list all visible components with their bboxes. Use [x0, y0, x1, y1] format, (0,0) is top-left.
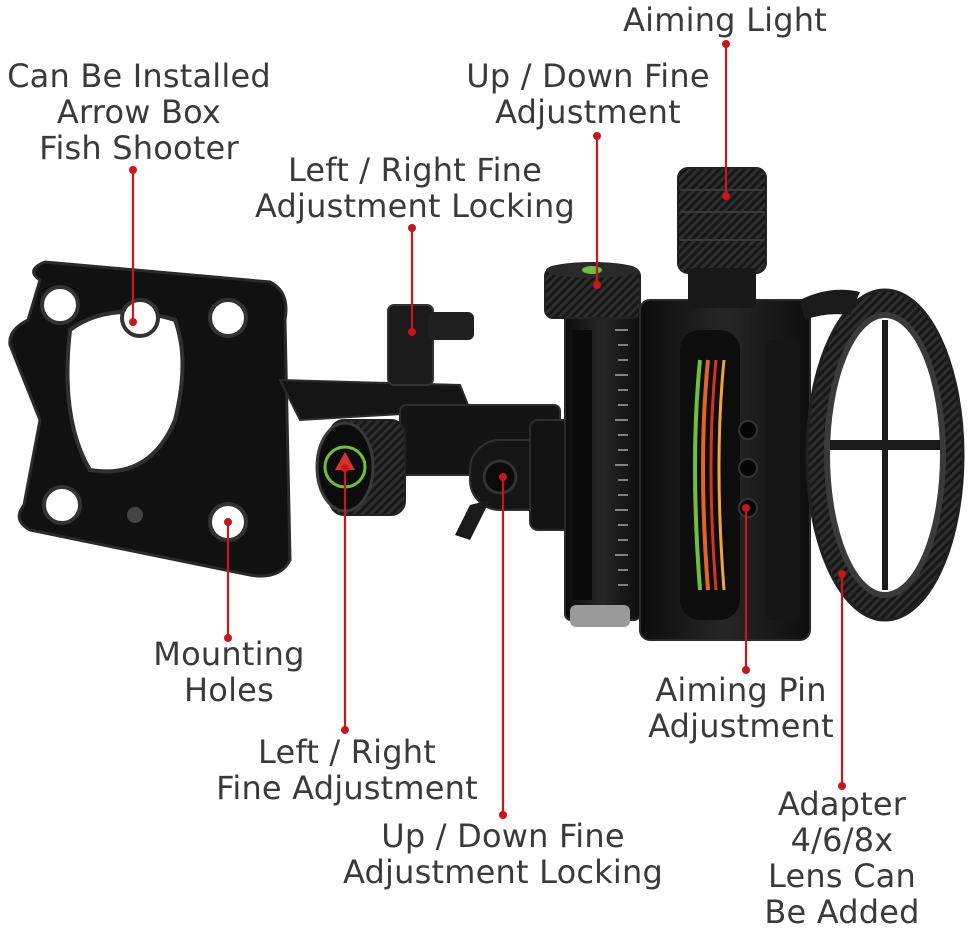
label-line: Lens Can: [768, 857, 916, 895]
label-aiming-pin: Aiming Pin Adjustment: [636, 672, 846, 744]
leader-installed-end-dot: [129, 318, 137, 326]
elevation-knob: [544, 262, 641, 319]
leader-aiming-light-end-dot: [722, 192, 730, 200]
mounting-bracket: [8, 260, 472, 578]
knurled-knob-icon: [315, 419, 406, 516]
label-line: Arrow Box: [56, 93, 222, 131]
label-line: Adjustment: [648, 707, 834, 745]
label-aiming-light: Aiming Light: [612, 2, 838, 38]
leader-lr-locking-end-dot: [408, 328, 416, 336]
leader-lr-locking-start-dot: [408, 224, 416, 232]
label-line: Fish Shooter: [39, 129, 239, 167]
label-line: Fine Adjustment: [216, 769, 478, 807]
label-line: Adapter: [777, 785, 907, 823]
leader-lr-fine-end-dot: [341, 726, 349, 734]
label-line: Left / Right: [258, 733, 436, 771]
leader-adapter-start-dot: [838, 570, 846, 578]
label-mounting-holes: Mounting Holes: [138, 636, 320, 708]
label-lr-fine: Left / Right Fine Adjustment: [200, 734, 494, 806]
label-line: Holes: [184, 671, 274, 709]
leader-up-down-fine-start-dot: [593, 132, 601, 140]
label-line: Adjustment: [495, 93, 681, 131]
leader-installed-start-dot: [129, 166, 137, 174]
leader-mounting-start-dot: [224, 518, 232, 526]
label-can-be-installed: Can Be Installed Arrow Box Fish Shooter: [0, 58, 278, 166]
label-line: Be Added: [764, 893, 920, 931]
label-line: Adjustment Locking: [255, 187, 575, 225]
lens-adapter-ring: [800, 288, 965, 622]
lr-lock-screw: [387, 304, 474, 386]
leader-aiming-light-start-dot: [722, 40, 730, 48]
aiming-light: [677, 167, 767, 308]
label-line: 4/6/8x: [790, 821, 894, 859]
label-line: Up / Down Fine: [381, 817, 625, 855]
leader-lr-fine-start-dot: [341, 464, 349, 472]
label-line: Mounting: [153, 635, 305, 673]
leader-aiming-pin-end-dot: [742, 666, 750, 674]
leader-up-down-fine-end-dot: [593, 281, 601, 289]
label-line: Left / Right Fine: [287, 151, 543, 189]
label-up-down-fine: Up / Down Fine Adjustment: [448, 58, 728, 130]
leader-mounting-end-dot: [224, 634, 232, 642]
elevation-rail: [564, 299, 641, 627]
label-line: Can Be Installed: [7, 57, 271, 95]
label-adapter: Adapter 4/6/8x Lens Can Be Added: [752, 786, 932, 930]
leader-adapter-end-dot: [838, 782, 846, 790]
label-line: Up / Down Fine: [466, 57, 710, 95]
sight-housing: [639, 299, 811, 641]
label-ud-locking: Up / Down Fine Adjustment Locking: [326, 818, 680, 890]
label-line: Adjustment Locking: [343, 853, 663, 891]
label-line: Aiming Light: [623, 1, 827, 39]
leader-aiming-pin-start-dot: [742, 504, 750, 512]
label-lr-locking: Left / Right Fine Adjustment Locking: [240, 152, 590, 224]
leader-ud-locking-start-dot: [499, 473, 507, 481]
leader-ud-locking-end-dot: [499, 811, 507, 819]
leader-lines: [129, 40, 846, 819]
label-line: Aiming Pin: [655, 671, 827, 709]
